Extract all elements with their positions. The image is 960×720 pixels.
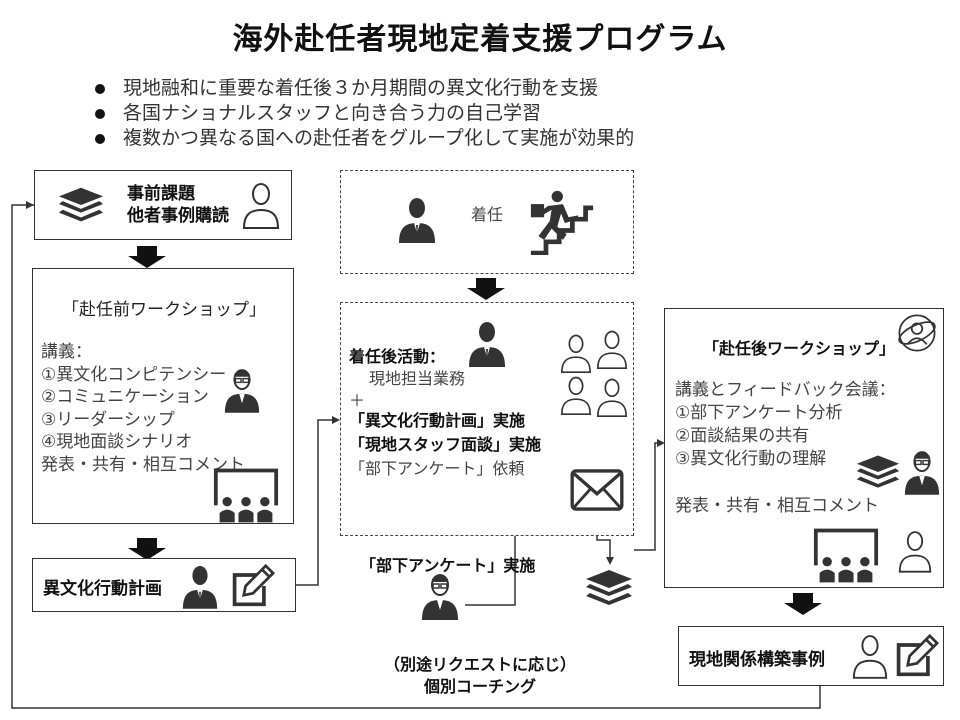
person-icon	[181, 563, 219, 609]
staff-icon	[559, 333, 593, 373]
person-glasses-icon	[223, 367, 261, 413]
action-plan-label: 異文化行動計画	[43, 579, 162, 599]
edit-icon	[229, 564, 275, 608]
post-arrival-staff-interview: 「現地スタッフ面談」実施	[349, 435, 542, 454]
person-icon	[241, 181, 281, 229]
post-workshop-footer: 発表・共有・相互コメント	[675, 496, 879, 516]
local-cases-label: 現地関係構築事例	[689, 650, 825, 670]
post-arrival-work: 現地担当業務	[369, 369, 466, 388]
layers-icon	[584, 568, 634, 608]
pre-task-box: 事前課題 他者事例購読	[34, 170, 292, 240]
local-cases-box: 現地関係構築事例	[678, 626, 944, 686]
post-arrival-plus: ＋	[349, 391, 366, 410]
action-plan-box: 異文化行動計画	[32, 558, 296, 612]
layers-icon	[855, 453, 901, 491]
post-workshop-items: 講義とフィードバック会議： ①部下アンケート分析 ②面談結果の共有 ③異文化行動…	[675, 380, 896, 469]
pre-workshop-title: 「赴任前ワークショップ」	[62, 300, 266, 320]
layers-icon	[57, 185, 105, 225]
person-glasses-icon	[903, 449, 941, 495]
arrival-label: 着任	[471, 205, 504, 224]
survey-label: 「部下アンケート」実施	[360, 556, 536, 575]
classroom-icon	[813, 527, 879, 585]
person-icon	[851, 633, 889, 679]
staff-icon	[595, 329, 629, 369]
post-arrival-action-plan: 「異文化行動計画」実施	[349, 411, 526, 430]
pre-task-label: 事前課題 他者事例購読	[127, 184, 229, 226]
post-workshop-title: 「赴任後ワークショップ」	[703, 339, 896, 358]
bullet-item: 現地融和に重要な着任後３か月期間の異文化行動を支援	[95, 76, 634, 101]
page-title: 海外赴任者現地定着支援プログラム	[232, 22, 728, 57]
mail-icon	[570, 469, 624, 511]
staff-icon	[595, 377, 629, 417]
edit-icon	[893, 634, 939, 678]
globe-person-icon	[895, 311, 939, 355]
person-icon	[397, 195, 437, 243]
pre-workshop-box: 「赴任前ワークショップ」 講義： ①異文化コンピテンシー ②コミュニケーション …	[32, 268, 294, 524]
bullet-item: 複数かつ異なる国への赴任者をグループ化して実施が効果的	[95, 126, 634, 151]
stairs-icon	[529, 189, 595, 255]
bullet-list: 現地融和に重要な着任後３か月期間の異文化行動を支援 各国ナショナルスタッフと向き…	[95, 76, 634, 151]
person-glasses-icon	[420, 572, 460, 620]
post-workshop-box: 「赴任後ワークショップ」 講義とフィードバック会議： ①部下アンケート分析 ②面…	[664, 308, 944, 588]
post-arrival-box: 着任後活動： 現地担当業務 ＋ 「異文化行動計画」実施 「現地スタッフ面談」実施…	[340, 302, 634, 536]
bullet-item: 各国ナショナルスタッフと向き合う力の自己学習	[95, 101, 634, 126]
person-line-icon	[897, 529, 933, 573]
staff-icon	[559, 375, 593, 415]
classroom-icon	[213, 467, 279, 525]
post-arrival-survey-request: 「部下アンケート」依頼	[349, 459, 525, 478]
arrival-box: 着任	[340, 170, 634, 274]
person-icon	[467, 319, 507, 367]
pre-workshop-items: 講義： ①異文化コンピテンシー ②コミュニケーション ③リーダーシップ ④現地面…	[41, 342, 245, 475]
coaching-label: （別途リクエストに応じ） 個別コーチング	[383, 655, 576, 696]
post-arrival-heading: 着任後活動：	[349, 347, 446, 366]
